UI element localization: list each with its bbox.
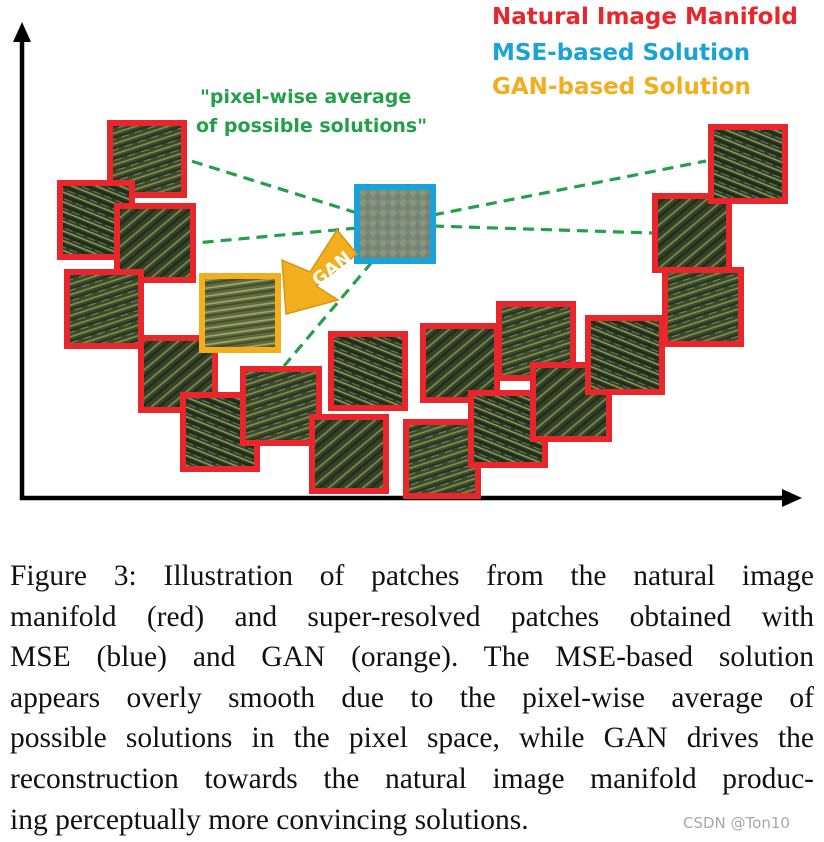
natural-patch — [708, 124, 788, 204]
natural-patch — [328, 331, 408, 411]
natural-patch — [530, 362, 612, 442]
legend-gan-solution: GAN-based Solution — [492, 74, 751, 100]
natural-patch — [420, 323, 500, 403]
average-lines — [187, 158, 707, 368]
caption-line: reconstruction towards the natural image… — [10, 762, 814, 795]
natural-patch — [652, 193, 732, 273]
natural-manifold-patches — [57, 120, 788, 499]
caption-line: MSE (blue) and GAN (orange). The MSE-bas… — [10, 641, 814, 674]
natural-patch — [240, 366, 322, 446]
legend-mse-solution: MSE-based Solution — [492, 40, 751, 66]
dashed-line-top-right — [432, 159, 707, 217]
annotation-line-2: of possible solutions" — [196, 115, 428, 137]
x-axis-arrowhead — [782, 489, 802, 507]
natural-patch — [114, 203, 196, 283]
mse-patch — [354, 184, 436, 264]
natural-patch — [585, 315, 665, 395]
natural-patch — [403, 419, 481, 499]
dashed-line-bottom — [282, 260, 374, 368]
dashed-line-left — [195, 226, 358, 245]
caption-line: ing perceptually more convincing solutio… — [10, 803, 529, 836]
watermark: CSDN @Ton10 — [683, 814, 790, 832]
caption-line: possible solutions in the pixel space, w… — [10, 722, 814, 755]
figure-caption: Figure 3: Illustration of patches from t… — [10, 556, 814, 840]
manifold-diagram: GAN — [13, 22, 802, 507]
caption-line: appears overly smooth due to the pixel-w… — [10, 681, 814, 714]
caption-line: manifold (red) and super-resolved patche… — [10, 600, 814, 633]
natural-patch — [309, 414, 389, 494]
gan-arrow: GAN — [281, 228, 359, 315]
legend-natural-manifold: Natural Image Manifold — [492, 4, 798, 30]
gan-patch — [199, 273, 281, 353]
dashed-line-right — [432, 224, 653, 235]
axes — [13, 22, 802, 507]
natural-patch — [662, 267, 744, 347]
dashed-line-top-left — [187, 158, 358, 215]
natural-patch — [64, 269, 144, 349]
caption-line: Figure 3: Illustration of patches from t… — [10, 560, 814, 592]
manifold-illustration: GAN Natural Image Manifold MSE-based Sol… — [13, 4, 802, 507]
y-axis-arrowhead — [13, 22, 31, 42]
annotation-line-1: "pixel-wise average — [200, 86, 412, 108]
